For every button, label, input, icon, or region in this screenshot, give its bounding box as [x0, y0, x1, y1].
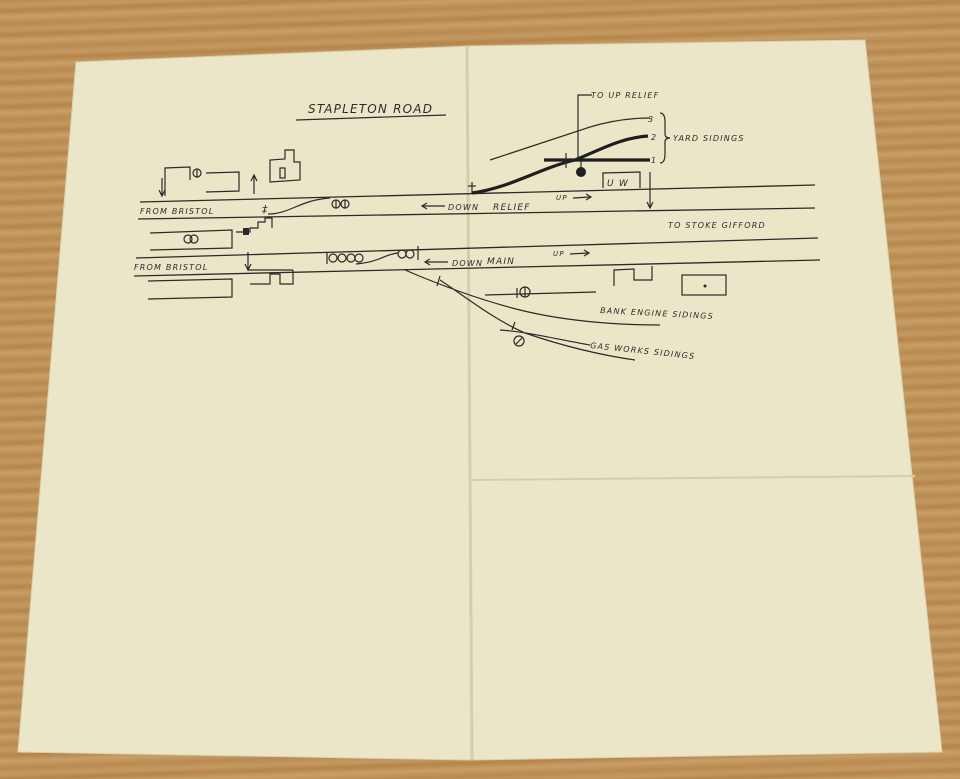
signal-disc-11: [405, 249, 415, 259]
label-down-relief-relief: RELIEF: [493, 203, 531, 213]
signal-disc-5: [189, 234, 199, 244]
window-upper: [279, 167, 286, 179]
building-outline-upper: [205, 171, 240, 193]
marker-bar-c: [436, 275, 441, 287]
building-uw-mark: U W: [607, 179, 629, 189]
diagram-title: STAPLETON ROAD: [308, 102, 433, 116]
signal-disc-6: [328, 253, 338, 263]
building-lower: [250, 270, 294, 285]
to-up-relief-leader: [577, 94, 592, 158]
building-upper-right: [602, 171, 641, 188]
label-down-relief-down: DOWN: [448, 203, 479, 212]
label-to-stoke-gifford: TO STOKE GIFFORD: [668, 221, 766, 230]
left-structures: ‡: [147, 149, 419, 300]
signal-box-upper-left: [164, 166, 191, 196]
arrow-up-left: [250, 173, 258, 194]
label-down-main-main: MAIN: [487, 257, 515, 267]
crossover-lower: [355, 252, 399, 265]
cross-marker-1: ‡: [261, 203, 269, 216]
arrow-up-main: [569, 252, 589, 255]
label-siding-2: 2: [651, 133, 657, 142]
arrow-down-main-head: [423, 258, 431, 266]
siding-3: [489, 126, 591, 161]
signal-disc-7: [337, 253, 347, 263]
label-from-bristol-upper: FROM BRISTOL: [140, 207, 214, 216]
label-up-relief: UP: [556, 194, 568, 202]
branch-gas-works-2: [499, 329, 591, 346]
label-siding-3: 3: [648, 115, 654, 124]
label-down-main-down: DOWN: [452, 259, 483, 268]
branch-bank-engine: [484, 291, 597, 296]
label-siding-1: 1: [651, 156, 657, 165]
building-lower-right: [613, 266, 653, 286]
arrow-down-left: [158, 178, 166, 198]
track-line-4: [133, 259, 821, 277]
label-from-bristol-lower: FROM BRISTOL: [134, 263, 208, 272]
siding-3-curve: [589, 117, 651, 128]
yard-sidings: TO UP RELIEF 3 2 1 YARD SIDINGS U W: [468, 91, 745, 210]
crossover-upper: [267, 197, 331, 215]
vertical-fold: [465, 46, 474, 761]
running-lines: [133, 184, 821, 277]
marker-bar-d: [511, 321, 516, 331]
arrow-up-main-head: [583, 249, 591, 257]
signal-disc-9: [354, 253, 364, 263]
branch-main: [404, 269, 661, 326]
arrow-down-relief-head: [420, 202, 428, 210]
platform-dot: [703, 284, 707, 288]
arrow-up-relief-head: [585, 193, 593, 201]
horizontal-fold: [469, 475, 916, 481]
platform-lower-right: [681, 274, 727, 296]
label-yard-sidings: YARD SIDINGS: [673, 134, 745, 143]
building-middle: [236, 217, 273, 233]
signal-disc-13: [513, 335, 525, 347]
track-line-2: [137, 207, 816, 220]
platform-left: [149, 229, 233, 251]
label-to-up-relief: TO UP RELIEF: [591, 91, 659, 100]
sidings-brace: [659, 112, 671, 164]
building-upper: [269, 149, 301, 183]
paper-sheet: [17, 39, 943, 761]
signal-disc-4: [183, 234, 193, 244]
track-line-3: [135, 237, 819, 259]
arrow-up-relief: [572, 196, 591, 199]
platform-lower-left: [147, 278, 233, 300]
arrow-down-right: [646, 172, 654, 210]
label-up-main: UP: [553, 250, 565, 258]
title-underline: [295, 114, 447, 121]
signal-disc-13-bar: [515, 337, 523, 345]
